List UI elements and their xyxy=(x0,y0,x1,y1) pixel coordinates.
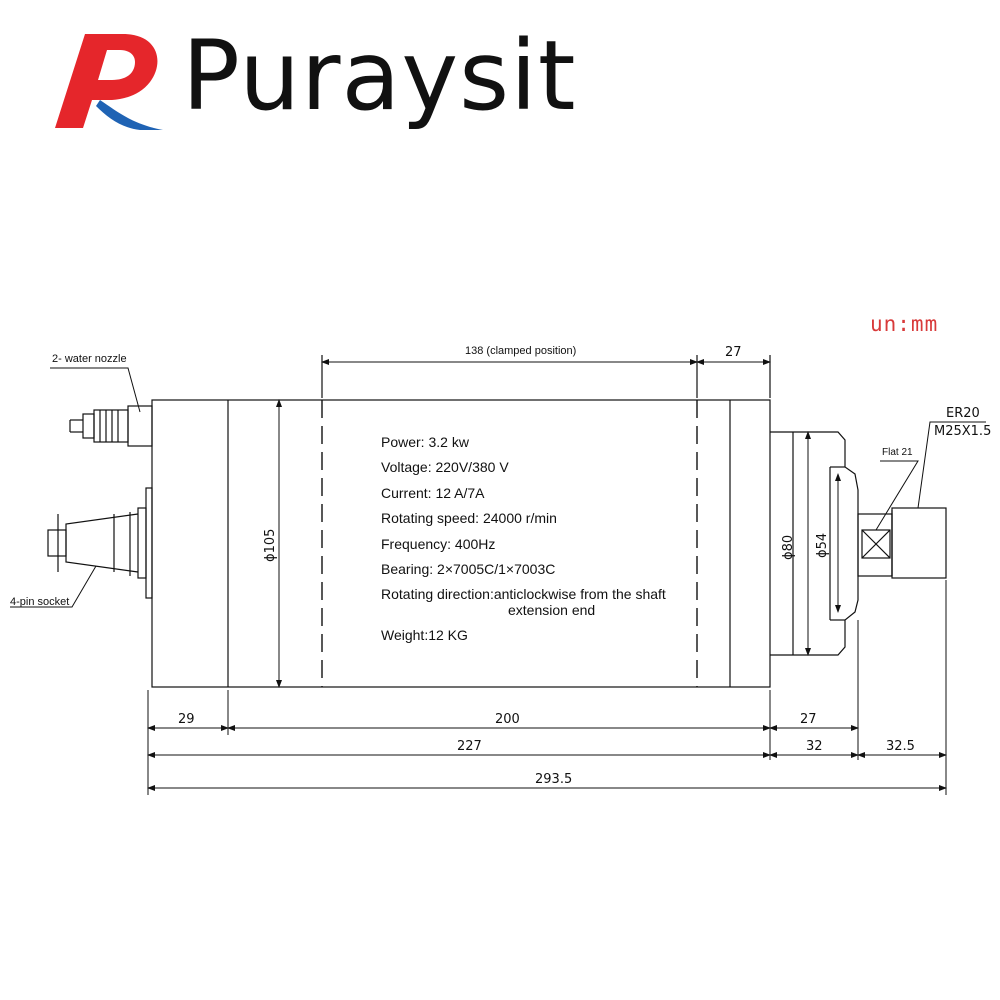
dim-27: 27 xyxy=(800,712,817,727)
dim-d80: ϕ80 xyxy=(781,534,796,560)
dim-top-27: 27 xyxy=(725,345,742,360)
thread-label: M25X1.5 xyxy=(934,424,992,439)
brand-name: Puraysit xyxy=(182,20,577,132)
socket-label: 4-pin socket xyxy=(10,596,70,608)
flat-label: Flat 21 xyxy=(882,447,913,458)
dim-227: 227 xyxy=(457,739,482,754)
spec-direction: Rotating direction:anticlockwise from th… xyxy=(381,586,666,602)
dim-32-5: 32.5 xyxy=(886,739,915,754)
dim-32: 32 xyxy=(806,739,823,754)
spec-current: Current: 12 A/7A xyxy=(381,485,485,501)
spec-direction-cont: extension end xyxy=(508,602,596,618)
dim-293-5: 293.5 xyxy=(535,772,573,787)
spec-weight: Weight:12 KG xyxy=(381,627,468,643)
water-nozzle-label: 2- water nozzle xyxy=(52,353,127,365)
spec-frequency: Frequency: 400Hz xyxy=(381,536,496,552)
collet-label: ER20 xyxy=(946,406,980,421)
dim-d54: ϕ54 xyxy=(815,532,830,558)
unit-label: un:mm xyxy=(870,312,939,336)
spec-bearing: Bearing: 2×7005C/1×7003C xyxy=(381,561,556,577)
spec-power: Power: 3.2 kw xyxy=(381,434,469,450)
pin-socket xyxy=(145,487,153,599)
dim-clamped: 138 (clamped position) xyxy=(465,345,577,357)
spec-speed: Rotating speed: 24000 r/min xyxy=(381,510,557,526)
dim-29: 29 xyxy=(178,712,195,727)
dim-d105: ϕ105 xyxy=(263,528,278,562)
spec-voltage: Voltage: 220V/380 V xyxy=(381,459,509,475)
dim-200: 200 xyxy=(495,712,520,727)
collet-nut xyxy=(891,507,947,579)
